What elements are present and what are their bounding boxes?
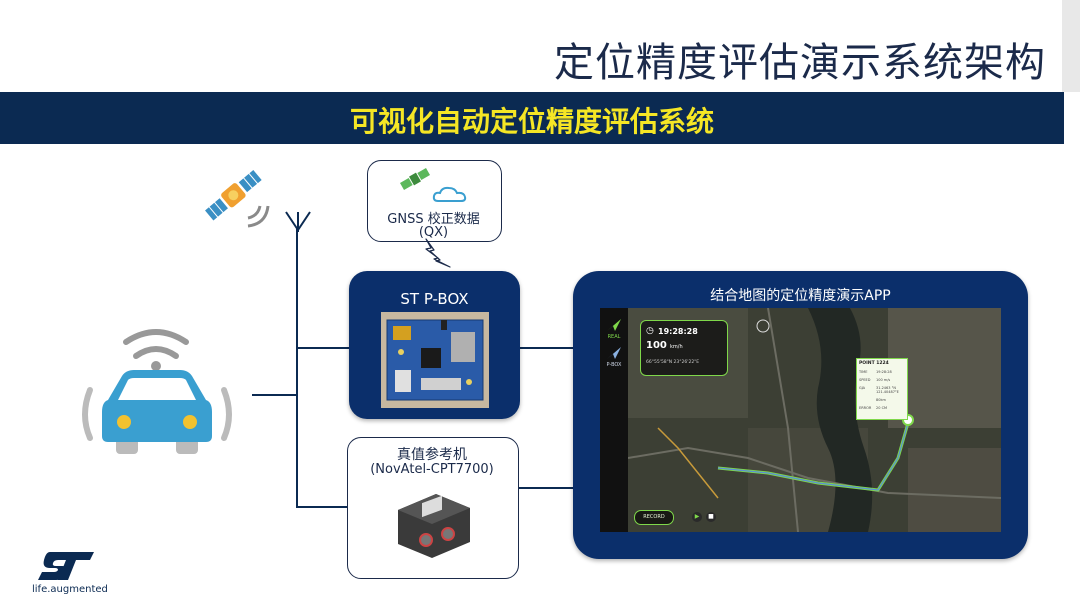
antenna-mast-line <box>296 228 298 508</box>
popup-row-key: SPEED <box>859 378 871 382</box>
pbox-side-label: P-BOX <box>606 362 622 368</box>
lightning-icon <box>425 238 451 268</box>
cloud-icon <box>432 186 467 202</box>
popup-row-value: 20 CM <box>876 406 888 410</box>
pbox-board-image <box>381 312 489 408</box>
reference-link-line <box>296 506 350 508</box>
point-popup <box>856 358 908 420</box>
pbox-link-line <box>296 347 350 349</box>
reference-device-image <box>398 494 470 558</box>
banner-title: 可视化自动定位精度评估系统 <box>349 105 714 138</box>
reference-label-line1: 真值参考机 <box>397 447 467 463</box>
brand-tagline: life.augmented <box>32 584 108 595</box>
popup-row-key: ERROR <box>859 406 872 410</box>
popup-row-key: GJA <box>859 386 866 390</box>
popup-row-value: 19:28:28 <box>876 370 892 374</box>
play-icon[interactable]: ▶ <box>692 512 702 522</box>
gnss-label-line2: (QX) <box>418 225 449 240</box>
popup-row-value: 100 m/s <box>876 378 891 382</box>
real-arrow-icon[interactable] <box>606 318 622 332</box>
st-logo-icon <box>38 552 94 580</box>
reference-app-line <box>518 487 574 489</box>
app-speed-unit: km/h <box>670 344 683 350</box>
app-sidebar <box>600 308 628 532</box>
stop-icon[interactable]: ■ <box>706 512 716 522</box>
record-button[interactable]: RECORD <box>634 510 674 525</box>
pbox-label: ST P-BOX <box>400 290 469 308</box>
car-link-line <box>252 394 298 396</box>
banner-bar <box>0 92 1064 144</box>
satellite-small-icon <box>400 168 430 190</box>
app-time: 19:28:28 <box>658 327 698 336</box>
app-label: 结合地图的定位精度演示APP <box>710 288 891 304</box>
pbox-arrow-icon[interactable] <box>606 346 622 360</box>
popup-title: POINT 1224 <box>859 361 889 366</box>
clock-icon: ◷ <box>646 326 654 336</box>
title-side-panel <box>1062 0 1080 92</box>
app-screen: REAL P-BOX ◷ 19:28:28 100 km/h 66°55'58"… <box>600 308 1001 532</box>
antenna-icon <box>285 211 311 232</box>
real-side-label: REAL <box>607 334 621 340</box>
gnss-label-line1: GNSS 校正数据 <box>387 212 480 227</box>
popup-row-key: TIME <box>859 370 868 374</box>
app-info-card <box>640 320 728 376</box>
reference-label-line2: (NovAtel-CPT7700) <box>370 462 494 477</box>
popup-row-value: 80km <box>876 398 886 402</box>
popup-row-value: 31.2463 °N 121.40487°E <box>876 386 899 394</box>
pbox-app-line <box>520 347 574 349</box>
slide-title: 定位精度评估演示系统架构 <box>554 40 1046 86</box>
app-coords: 66°55'58"N 23°26'22"E <box>646 360 700 365</box>
car-icon <box>82 329 232 454</box>
app-speed: 100 <box>646 340 667 351</box>
satellite-icon <box>203 168 270 228</box>
